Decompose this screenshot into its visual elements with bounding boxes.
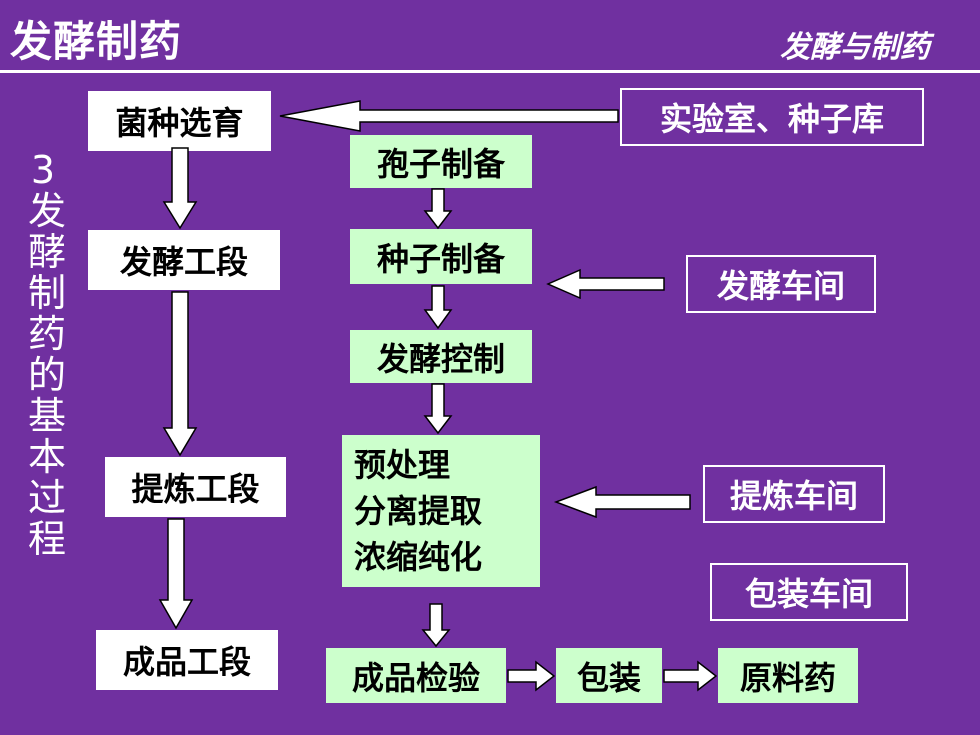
arrow-fermentation-to-extraction — [162, 291, 198, 457]
arrow-seed-to-control — [423, 285, 453, 330]
stage-fermentation: 发酵工段 — [88, 230, 280, 290]
arrow-extraction-to-product — [158, 518, 194, 630]
stage-strain-selection: 菌种选育 — [88, 91, 271, 151]
arrow-control-to-downstream — [423, 383, 453, 435]
header-divider — [0, 70, 980, 73]
location-fermentation-workshop: 发酵车间 — [686, 255, 876, 313]
process-api-output: 原料药 — [718, 648, 858, 703]
process-seed-preparation: 种子制备 — [350, 229, 532, 284]
stage-finished-product: 成品工段 — [96, 630, 278, 690]
location-lab-seed-bank: 实验室、种子库 — [620, 88, 924, 146]
arrow-spore-to-seed — [423, 188, 453, 230]
location-extraction-workshop: 提炼车间 — [703, 465, 885, 523]
process-separation-extraction: 分离提取 — [354, 492, 483, 530]
arrow-workshop-to-seed — [546, 268, 665, 300]
arrow-strain-to-fermentation — [162, 147, 198, 230]
arrow-lab-to-strain — [279, 100, 619, 132]
location-packaging-workshop: 包装车间 — [710, 563, 908, 621]
process-product-inspection: 成品检验 — [326, 648, 506, 703]
arrow-inspection-to-packaging — [507, 660, 556, 692]
arrow-workshop-to-downstream — [553, 485, 691, 519]
process-concentration-purification: 浓缩纯化 — [354, 538, 483, 576]
stage-extraction: 提炼工段 — [105, 457, 286, 517]
process-downstream-box: 预处理 分离提取 浓缩纯化 — [342, 435, 540, 587]
page-title: 发酵制药 — [10, 17, 183, 66]
process-fermentation-control: 发酵控制 — [350, 330, 532, 383]
process-packaging: 包装 — [556, 648, 662, 703]
brand-logo-text: 发酵与制药 — [780, 30, 930, 65]
arrow-packaging-to-api — [663, 660, 718, 692]
process-pretreatment: 预处理 — [354, 446, 451, 484]
arrow-downstream-to-inspection — [421, 603, 451, 648]
process-spore-preparation: 孢子制备 — [350, 135, 532, 188]
